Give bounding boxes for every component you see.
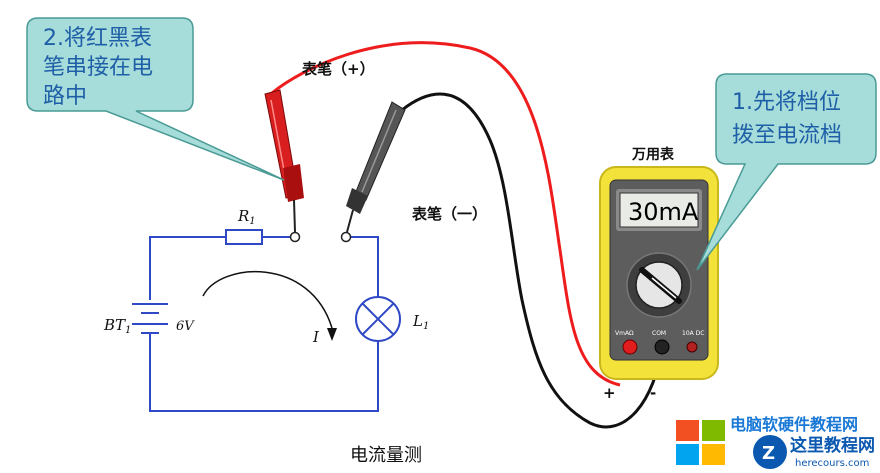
callout-probe-text: 2.将红黑表 笔串接在电 路中 <box>43 26 160 109</box>
circuit <box>132 229 401 412</box>
callout-meter-line-1: 1.先将档位 <box>732 90 841 115</box>
windows-logo-yellow <box>702 444 725 465</box>
meter-lcd <box>619 192 699 228</box>
callout-meter-text: 1.先将档位 拨至电流档 <box>732 90 848 148</box>
watermark-badge <box>753 435 787 469</box>
windows-logo-blue <box>676 444 699 465</box>
callout-probe-line-1: 2.将红黑表 <box>43 26 152 51</box>
multimeter: 30mA VmAΩ COM 10A DC <box>599 166 719 380</box>
lamp-cross-b <box>361 302 395 336</box>
figure-caption: 电流量测 <box>350 445 422 466</box>
jack-label-com: COM <box>652 330 666 337</box>
black-lead-wire <box>401 92 664 429</box>
circuit-wire-bottom <box>149 340 379 412</box>
plus-sign: + <box>603 384 616 402</box>
jack-label-vmaohm: VmAΩ <box>615 330 634 337</box>
black-probe-body <box>354 101 406 201</box>
probe-positive-label: 表笔（+） <box>302 60 375 78</box>
red-lead-wire <box>271 41 621 387</box>
minus-sign: - <box>650 384 656 402</box>
red-probe-tip <box>293 199 296 233</box>
current-label: I <box>312 328 320 346</box>
windows-logo-green <box>702 420 725 441</box>
watermark-title: 电脑软硬件教程网 <box>730 415 858 434</box>
meter-name-label: 万用表 <box>631 146 675 163</box>
terminal-right <box>340 231 352 243</box>
callout-probe-bubble <box>26 17 285 181</box>
jack-vmaohm <box>622 339 638 355</box>
callout-probe-line-3: 路中 <box>43 84 87 109</box>
watermark-brand: 这里教程网 <box>790 435 875 456</box>
jack-10a <box>686 341 698 353</box>
callout-probe-step: 2.将红黑表 笔串接在电 路中 <box>26 17 285 181</box>
terminal-left <box>289 231 301 243</box>
windows-logo-red <box>676 420 699 441</box>
current-arrow-head <box>327 328 337 341</box>
battery-label: BT1 <box>103 316 131 336</box>
circuit-wire-right <box>350 236 379 298</box>
watermark-badge-letter-icon: Z <box>762 443 775 464</box>
resistor-symbol <box>225 229 263 245</box>
jack-com <box>654 339 670 355</box>
meter-dial-mark <box>651 277 677 299</box>
probe-negative-label: 表笔（一） <box>412 205 487 223</box>
black-probe-grip <box>346 188 368 214</box>
circuit-wire-top-left <box>149 236 226 300</box>
black-probe-tip <box>346 209 354 233</box>
watermark: 电脑软硬件教程网 Z 这里教程网 herecours.com <box>676 415 875 469</box>
black-probe-highlight <box>361 109 397 193</box>
red-probe-grip <box>283 164 304 202</box>
resistor-label: R1 <box>237 207 256 227</box>
callout-probe-line-2: 笔串接在电 <box>43 55 153 80</box>
battery-voltage: 6V <box>176 319 195 334</box>
callout-meter-line-2: 拨至电流档 <box>732 123 842 148</box>
red-probe <box>264 89 304 233</box>
callout-meter-step: 1.先将档位 拨至电流档 <box>696 73 877 271</box>
callout-meter-bubble <box>696 73 877 271</box>
watermark-url: herecours.com <box>795 458 869 469</box>
jack-label-10a: 10A DC <box>682 330 704 337</box>
current-arrow <box>202 271 333 329</box>
black-probe <box>346 101 406 233</box>
lamp-label: L1 <box>412 312 429 332</box>
meter-reading: 30mA <box>628 198 699 226</box>
